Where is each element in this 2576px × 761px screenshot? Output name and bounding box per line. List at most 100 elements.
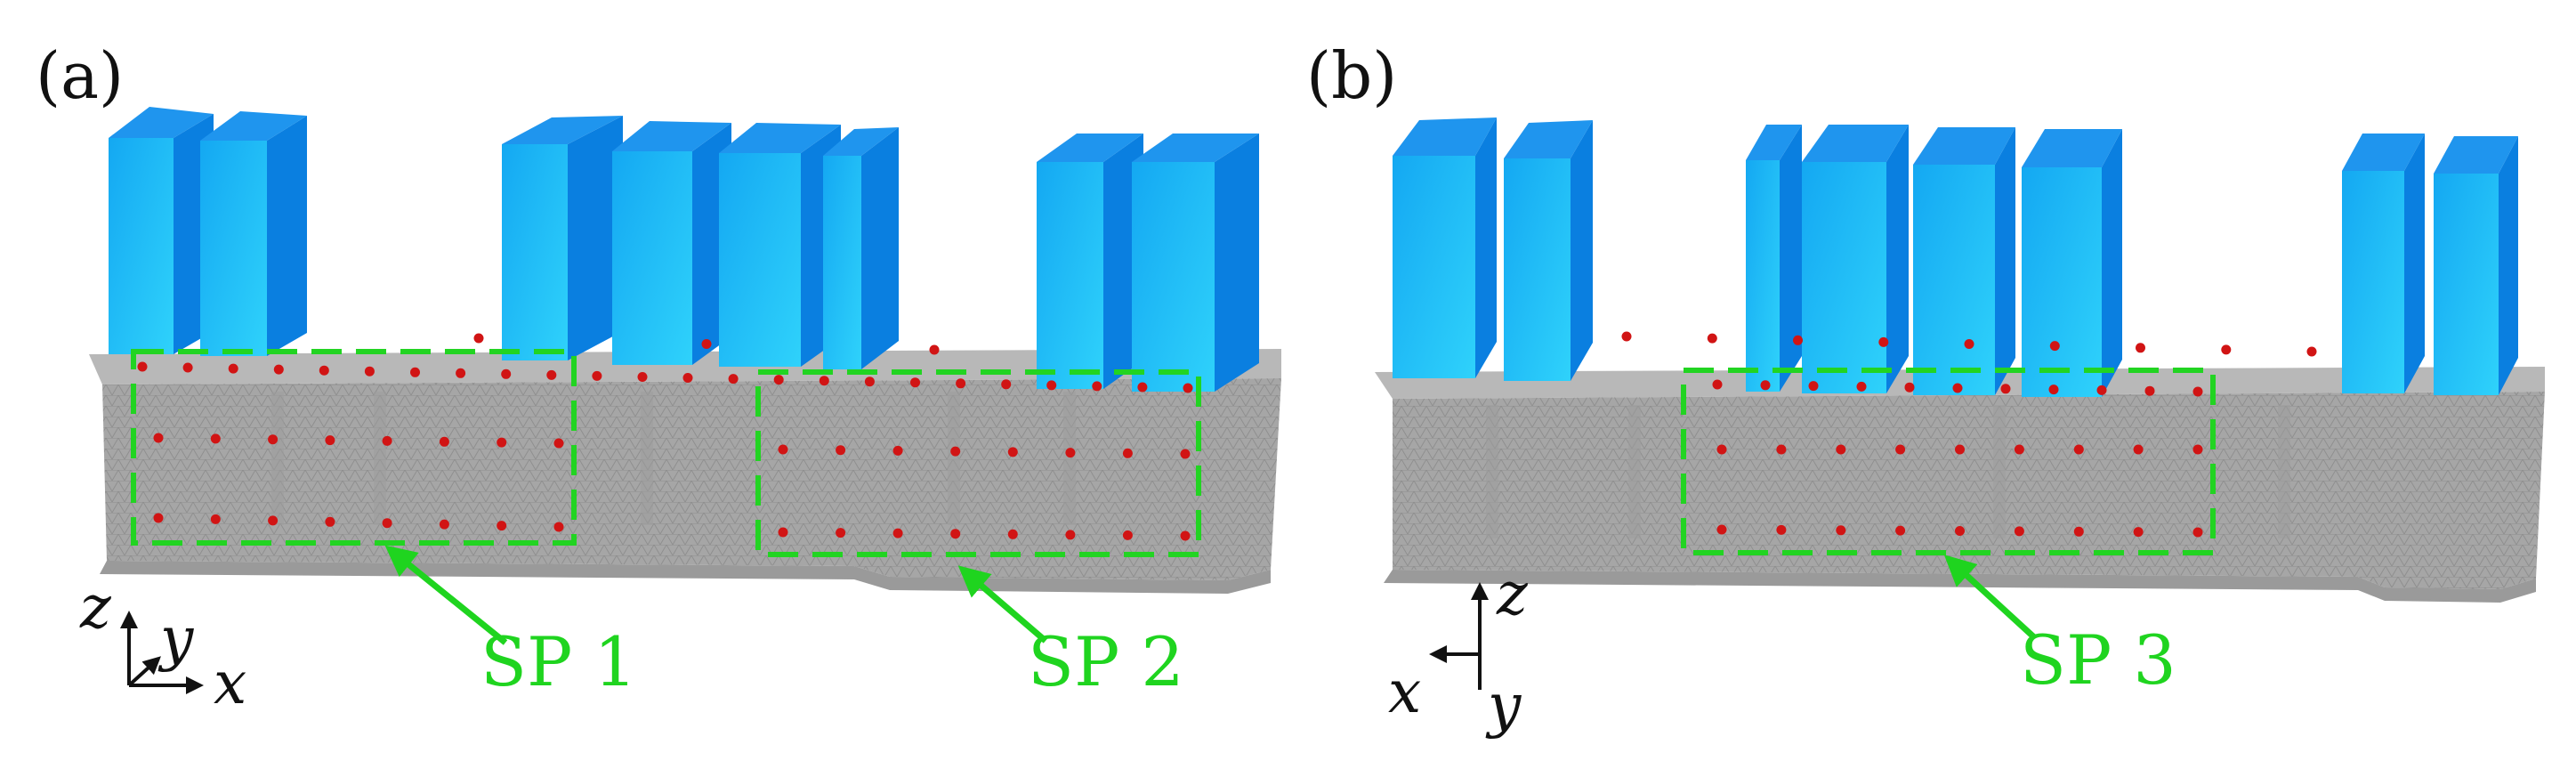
sensor-point — [2000, 384, 2011, 394]
x-axis-label: x — [214, 649, 246, 717]
sensor-point — [1065, 448, 1076, 458]
sensor-point — [182, 362, 193, 373]
panel-b-columns — [1393, 117, 2518, 397]
sensor-point — [501, 368, 512, 379]
sensor-point — [364, 366, 375, 376]
sensor-point — [892, 528, 903, 538]
sensor-point — [1836, 444, 1846, 455]
sensor-point — [1621, 331, 1632, 342]
panel-b-slab-front — [1393, 392, 2545, 589]
sensor-point — [950, 529, 961, 539]
sensor-point — [1180, 530, 1191, 541]
z-axis-label: z — [1496, 560, 1529, 628]
sensor-point — [210, 514, 221, 524]
sensor-point — [456, 368, 466, 378]
sensor-point — [1895, 444, 1906, 455]
sensor-point — [2144, 385, 2155, 396]
sensor-point — [497, 437, 507, 448]
sensor-point — [325, 516, 335, 527]
sensor-point — [153, 513, 164, 523]
sp1-region-box — [131, 349, 577, 546]
panel-a-rib — [1063, 392, 1076, 525]
sensor-point — [546, 369, 557, 380]
panel-b-rib — [2278, 405, 2290, 538]
sensor-point — [497, 521, 507, 531]
sp2-label: SP 2 — [1028, 622, 1184, 701]
sensor-point — [864, 376, 875, 387]
sensor-point — [1065, 530, 1076, 540]
panel-b-rib — [1628, 405, 1641, 538]
z-axis-label: z — [79, 573, 112, 642]
column — [109, 107, 214, 354]
sensor-point — [2014, 444, 2024, 455]
sensor-point — [210, 433, 221, 444]
column — [1037, 134, 1143, 389]
column — [2022, 129, 2122, 397]
sensor-point — [892, 445, 903, 456]
sensor-point — [1046, 380, 1057, 391]
sensor-point — [778, 527, 788, 538]
sensor-point — [910, 377, 920, 388]
column — [612, 121, 731, 365]
panel-a-rib — [948, 392, 960, 525]
sensor-point — [2014, 526, 2024, 537]
column — [823, 127, 899, 369]
sensor-point — [1955, 526, 1965, 536]
sensor-point — [439, 519, 449, 530]
panel-a-axes: z y x — [79, 573, 246, 717]
x-axis-label: x — [1388, 658, 1421, 726]
sensor-point — [836, 528, 846, 538]
sensor-point — [1122, 530, 1133, 540]
sensor-point — [1122, 448, 1133, 458]
sensor-point — [1712, 379, 1723, 390]
panel-a-slab-front — [102, 378, 1281, 580]
sensor-point — [950, 446, 961, 457]
panel-a-sensors — [137, 333, 1193, 541]
panel-b-letter: (b) — [1306, 38, 1397, 113]
sensor-point — [268, 515, 279, 526]
panel-b-sensors — [1621, 331, 2317, 538]
sensor-point — [819, 376, 829, 386]
sensor-point — [1952, 383, 1963, 393]
column — [200, 111, 307, 356]
sensor-point — [2096, 385, 2107, 395]
sensor-point — [153, 433, 164, 443]
sensor-point — [1836, 525, 1846, 536]
sensor-point — [1776, 524, 1787, 535]
sensor-point — [2073, 444, 2084, 455]
sensor-point — [1092, 381, 1102, 392]
column — [2434, 136, 2518, 395]
sensor-point — [1180, 449, 1191, 459]
panel-a-rib — [641, 392, 653, 525]
column — [1746, 125, 1802, 392]
sensor-point — [1895, 525, 1906, 536]
sensor-point — [773, 375, 784, 385]
sensor-point — [273, 364, 284, 375]
panel-a-slab-top — [89, 349, 1281, 385]
column — [502, 116, 623, 360]
sensor-point — [553, 522, 564, 532]
sensor-point — [2306, 346, 2317, 357]
sp3-label: SP 3 — [2020, 620, 2176, 700]
sensor-point — [439, 436, 449, 447]
sensor-point — [553, 438, 564, 449]
sensor-point — [410, 367, 420, 377]
column — [1132, 134, 1259, 392]
sensor-point — [1776, 444, 1787, 455]
column — [1913, 127, 2015, 395]
sensor-point — [1904, 382, 1915, 393]
sensor-point — [1007, 529, 1018, 539]
sensor-point — [1007, 447, 1018, 457]
column — [1802, 125, 1909, 393]
sensor-point — [319, 365, 329, 376]
column — [1393, 117, 1497, 378]
sensor-point — [228, 363, 238, 374]
sensor-point — [325, 435, 335, 446]
panel-b-axes: z x y — [1388, 560, 1529, 740]
sensor-point — [382, 518, 392, 529]
sensor-point — [1716, 524, 1727, 535]
sensor-point — [2136, 343, 2145, 353]
panel-b: (b) — [1306, 38, 2545, 740]
sp1-label: SP 1 — [480, 622, 637, 701]
sp2-arrow — [957, 565, 1048, 644]
